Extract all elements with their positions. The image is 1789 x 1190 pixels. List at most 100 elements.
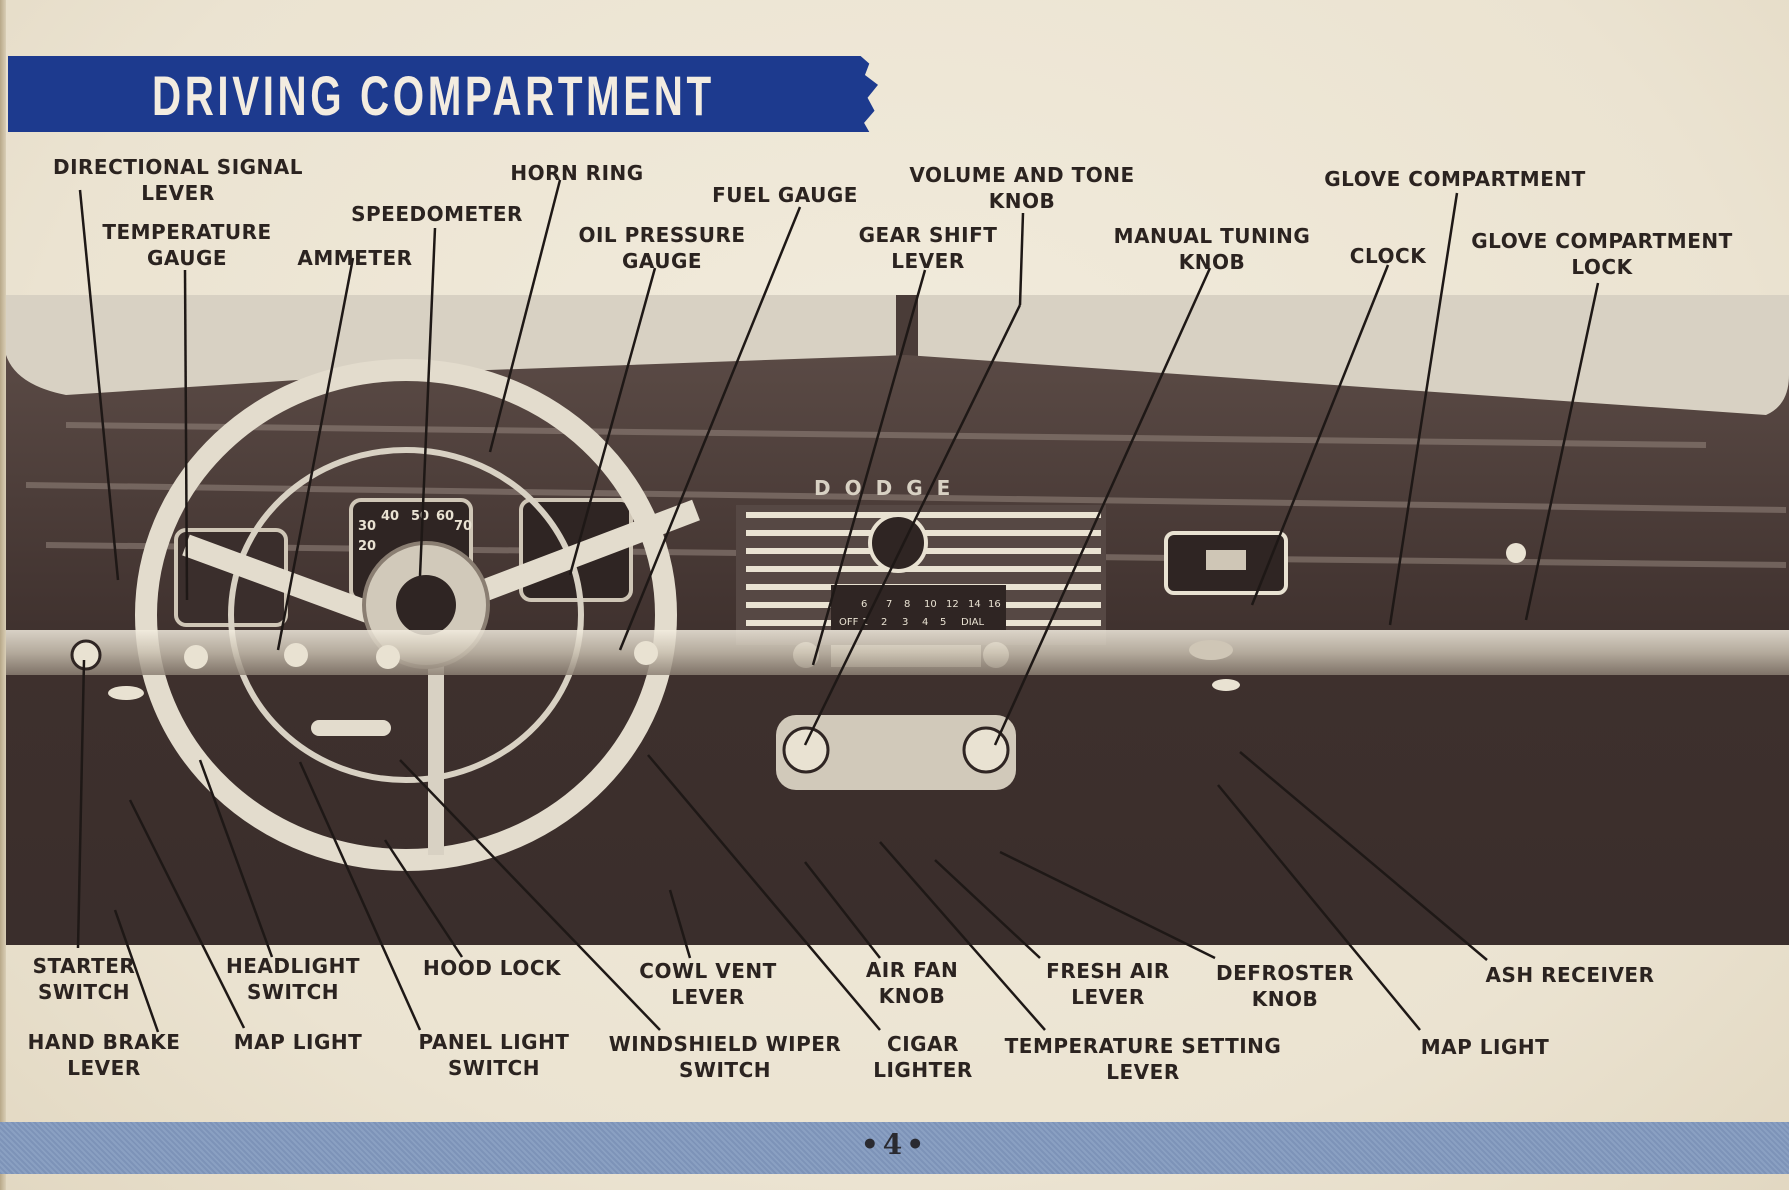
label-line: KNOB [878, 984, 946, 1008]
label-line: PANEL LIGHT [418, 1030, 570, 1054]
label-line: SWITCH [448, 1056, 540, 1080]
wiper-switch-shape [376, 645, 400, 669]
label-line: FUEL GAUGE [712, 183, 858, 207]
label-speedometer: SPEEDOMETER [351, 201, 523, 227]
speedo-30: 30 [358, 519, 376, 534]
radio-emblem [868, 513, 928, 573]
label-line: STARTER [32, 954, 136, 978]
label-line: LEVER [141, 181, 215, 205]
dashboard-photo: 20 30 40 50 60 70 DODGE [6, 295, 1789, 945]
label-ash-receiver: ASH RECEIVER [1486, 962, 1655, 988]
headlight-switch-shape [184, 645, 208, 669]
footer-band [0, 1122, 1789, 1174]
label-line: GLOVE COMPARTMENT [1324, 167, 1586, 191]
label-line: GEAR SHIFT [858, 223, 998, 247]
label-line: GAUGE [621, 249, 703, 273]
preset-off: OFF [839, 617, 859, 628]
label-line: KNOB [1251, 987, 1319, 1011]
label-line: WINDSHIELD WIPER [608, 1032, 842, 1056]
label-line: SWITCH [38, 980, 130, 1004]
label-line: VOLUME AND TONE [909, 163, 1135, 187]
label-line: COWL VENT [639, 959, 777, 983]
dial-16: 16 [988, 599, 1001, 610]
map-light-right-shape [1212, 679, 1240, 691]
map-light-left-shape [108, 686, 144, 700]
title-band [8, 56, 878, 132]
preset-4: 4 [922, 617, 928, 628]
label-line: LIGHTER [873, 1058, 973, 1082]
label-line: DIRECTIONAL SIGNAL [52, 155, 304, 179]
label-line: DEFROSTER [1216, 961, 1354, 985]
label-line: MAP LIGHT [233, 1030, 363, 1054]
label-ammeter: AMMETER [297, 245, 412, 271]
defroster-knob-shape [962, 726, 1010, 774]
dial-10: 10 [924, 599, 937, 610]
speedo-50: 50 [411, 509, 429, 524]
label-line: OIL PRESSURE [578, 223, 746, 247]
speedo-70: 70 [454, 519, 472, 534]
preset-1: 1 [862, 617, 868, 628]
horn-emblem [396, 575, 456, 635]
label-line: SWITCH [679, 1058, 771, 1082]
label-line: HOOD LOCK [422, 956, 562, 980]
label-line: GAUGE [146, 246, 228, 270]
speedo-20: 20 [358, 539, 376, 554]
label-line: CIGAR [887, 1032, 959, 1056]
label-line: TEMPERATURE SETTING [1004, 1034, 1282, 1058]
chrome-strip [6, 630, 1789, 675]
label-line: LEVER [1106, 1060, 1180, 1084]
label-line: MAP LIGHT [1420, 1035, 1550, 1059]
brand-badge: DODGE [814, 476, 964, 500]
label-line: AMMETER [297, 246, 413, 270]
dial-7: 7 [886, 599, 892, 610]
label-line: AIR FAN [865, 958, 959, 982]
dial-14: 14 [968, 599, 981, 610]
page-number: •4• [860, 1128, 929, 1161]
label-fuel-gauge: FUEL GAUGE [712, 182, 858, 208]
label-map-light-right: MAP LIGHT [1421, 1034, 1549, 1060]
label-horn-ring: HORN RING [510, 160, 643, 186]
label-line: GLOVE COMPARTMENT [1471, 229, 1733, 253]
cigar-lighter-shape [634, 641, 658, 665]
preset-5: 5 [940, 617, 946, 628]
clock-center [1206, 550, 1246, 570]
preset-dial: DIAL [961, 617, 984, 628]
label-line: SPEEDOMETER [351, 202, 523, 226]
label-line: CLOCK [1349, 244, 1427, 268]
label-line: SWITCH [247, 980, 339, 1004]
leader-volume [1018, 212, 1025, 306]
label-hood-lock: HOOD LOCK [423, 955, 561, 981]
label-line: LOCK [1571, 255, 1633, 279]
label-line: ASH RECEIVER [1485, 963, 1655, 987]
label-line: HEADLIGHT [226, 954, 360, 978]
preset-3: 3 [902, 617, 908, 628]
label-line: LEVER [891, 249, 965, 273]
hood-lock-handle [311, 720, 391, 736]
ash-receiver-shape [1189, 640, 1233, 660]
label-line: FRESH AIR [1046, 959, 1170, 983]
panel-light-switch-shape [284, 643, 308, 667]
page-spine [0, 0, 6, 1190]
label-line: KNOB [988, 189, 1056, 213]
label-line: MANUAL TUNING [1113, 224, 1311, 248]
glove-lock [1506, 543, 1526, 563]
speedo-60: 60 [436, 509, 454, 524]
label-line: LEVER [1071, 985, 1145, 1009]
preset-2: 2 [881, 617, 887, 628]
